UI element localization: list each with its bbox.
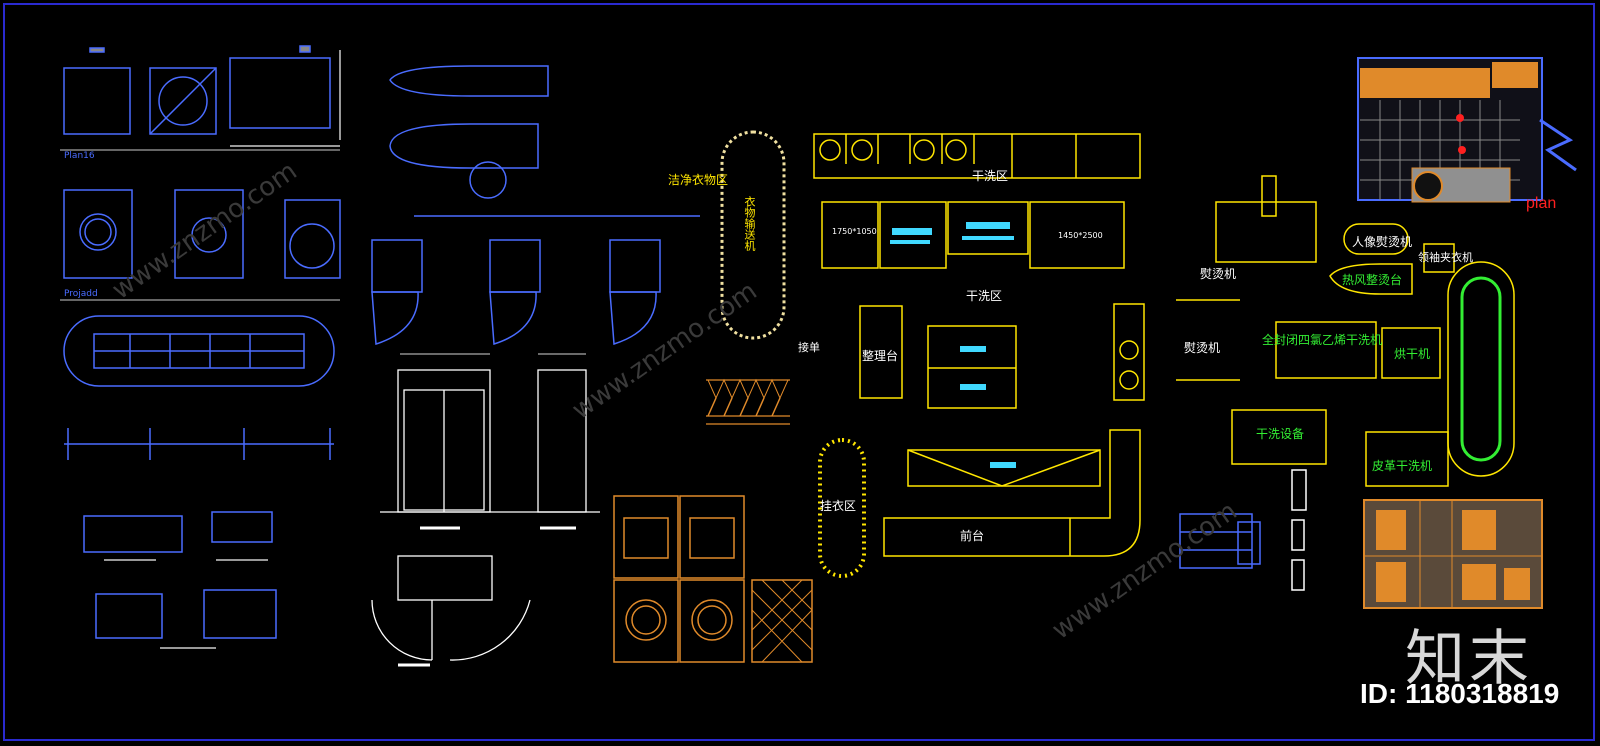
dry-cleaner-3 [609, 239, 661, 293]
label-dry-clean-mid: 干洗区 [966, 289, 1003, 303]
label-front-desk: 前台 [960, 529, 985, 543]
tall-unit-elevation [537, 369, 587, 513]
label-ironing-2: 熨烫机 [1184, 341, 1221, 355]
label-dry-equipment: 干洗设备 [1256, 427, 1305, 441]
watermark-site-2: www.znzmo.com [567, 276, 763, 426]
label-plan: plan [1526, 195, 1557, 212]
label-leather-dry: 皮革干洗机 [1372, 459, 1433, 473]
label-cuff-collar: 领袖夹衣机 [1418, 251, 1473, 264]
dry-clean-row [813, 133, 1141, 179]
label-human-form: 人像熨烫机 [1352, 235, 1413, 249]
dry-equipment-box [1231, 409, 1327, 465]
watermark-id: ID: 1180318819 [1360, 678, 1560, 709]
press-2 [211, 511, 273, 543]
dryer-box [1381, 327, 1441, 379]
washer-front-2 [174, 189, 244, 279]
oval-garment-rack [63, 315, 335, 387]
sorting-table [859, 305, 903, 399]
cyan-tags [890, 222, 1016, 468]
ironing-board-1 [389, 65, 549, 97]
dryer-plan [229, 57, 331, 129]
press-1 [83, 515, 183, 553]
press-station [1215, 201, 1317, 263]
color-floor-plan [1357, 57, 1577, 203]
stacked-unit [1113, 303, 1145, 401]
label-reception: 接单 [798, 341, 820, 354]
worktable [927, 325, 1017, 409]
washer-front-3 [284, 199, 341, 279]
washer-front-1 [63, 189, 133, 279]
label-sorting-table: 整理台 [862, 349, 899, 363]
label-hot-air: 热风整烫台 [1342, 273, 1403, 287]
human-form-machine [1343, 223, 1409, 255]
green-conveyor-track [1460, 276, 1502, 462]
label-dim-2: 1450*2500 [1058, 231, 1103, 240]
front-desk [883, 429, 1141, 557]
panel-label-1: Plan16 [64, 151, 95, 161]
door-plan [397, 555, 493, 601]
label-conveyor: 衣物输送机 [743, 196, 756, 251]
label-clean-zone: 洁净衣物区 [668, 173, 729, 187]
press-3 [95, 593, 163, 639]
dry-cleaner-2 [489, 239, 541, 293]
shelf-unit [1179, 513, 1253, 569]
dry-cleaner-1 [371, 239, 423, 293]
label-dryer: 烘干机 [1394, 347, 1431, 361]
machine-1750 [821, 201, 879, 269]
closed-dryclean-machine [1275, 321, 1377, 379]
hot-air-table [1329, 263, 1413, 295]
label-hanging-rack: 挂衣区 [820, 499, 857, 513]
label-dry-clean-top: 干洗区 [972, 169, 1009, 183]
washer-plan-2 [149, 67, 217, 135]
drawing-frame [3, 3, 1595, 741]
label-dim-1: 1750*1050 [832, 227, 877, 236]
conveyor-loop-small [818, 438, 866, 578]
outer-track [1447, 261, 1515, 477]
leather-dryer-box [1365, 431, 1449, 487]
washer-plan-1 [63, 67, 131, 135]
label-ironing-1: 熨烫机 [1200, 267, 1237, 281]
blue-equipment-group [60, 45, 341, 649]
label-closed-dryclean: 全封闭四氯乙烯干洗机 [1262, 333, 1383, 347]
wardrobe-elevation [1363, 499, 1543, 609]
watermark-brand: 知末 [1405, 624, 1533, 694]
ironing-board-2 [389, 123, 539, 169]
panel-label-2: Projadd [64, 289, 98, 299]
press-4 [203, 589, 277, 639]
machine-1450 [1029, 201, 1125, 269]
conveyor-loop-vertical [720, 130, 786, 340]
watermark-site-1: www.znzmo.com [107, 156, 303, 306]
stacked-washers [613, 378, 813, 663]
